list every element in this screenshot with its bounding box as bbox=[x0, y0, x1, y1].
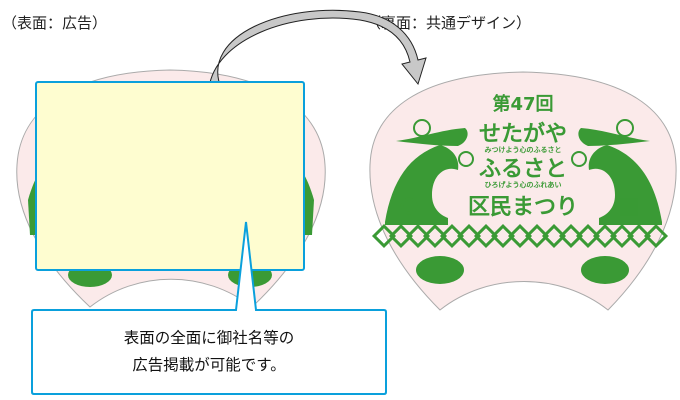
chain-link bbox=[490, 223, 516, 249]
chain-link bbox=[626, 223, 652, 249]
chain-link bbox=[558, 223, 584, 249]
back-side-label: （裏面：共通デザイン） bbox=[366, 14, 532, 32]
chain-link bbox=[473, 223, 499, 249]
title-line3: 区民まつり bbox=[468, 195, 578, 220]
chain-link bbox=[405, 223, 431, 249]
chain-link bbox=[507, 223, 533, 249]
qr-code-icon bbox=[620, 198, 638, 216]
back-fan: 第47回 せたがや みつけよう心のふるさと ふるさと ひろげよう心のふれあい 区… bbox=[369, 71, 677, 311]
chain-link bbox=[456, 223, 482, 249]
chain-link bbox=[592, 223, 618, 249]
chain-link bbox=[422, 223, 448, 249]
chain-link bbox=[388, 223, 414, 249]
emblem-icon bbox=[400, 197, 418, 215]
snowflake-icon bbox=[571, 151, 587, 167]
chain-link bbox=[643, 223, 669, 249]
chain-link bbox=[609, 223, 635, 249]
callout-bubble bbox=[31, 221, 387, 395]
leaves-left bbox=[416, 256, 464, 284]
chain-link bbox=[575, 223, 601, 249]
chain-link bbox=[524, 223, 550, 249]
chain-link bbox=[541, 223, 567, 249]
callout-text: 表面の全面に御社名等の 広告掲載が可能です。 bbox=[34, 312, 384, 392]
title-line1: せたがや bbox=[479, 121, 567, 147]
callout-line1: 表面の全面に御社名等の bbox=[123, 329, 295, 347]
bird-left bbox=[396, 128, 468, 146]
snowflake-icon bbox=[458, 151, 474, 167]
subtitle1: みつけよう心のふるさと bbox=[485, 145, 562, 154]
edition-text: 第47回 bbox=[492, 93, 553, 115]
chain-link bbox=[371, 223, 397, 249]
bird-right bbox=[578, 128, 650, 146]
chain-link bbox=[439, 223, 465, 249]
front-side-label: （表面：広告） bbox=[2, 14, 108, 32]
curved-arrow-icon bbox=[208, 9, 427, 89]
wave-right bbox=[588, 145, 662, 225]
title-line2: ふるさと bbox=[479, 157, 567, 182]
ad-area bbox=[35, 81, 305, 271]
leaves-right bbox=[581, 256, 629, 284]
snowflake-icon bbox=[616, 119, 634, 137]
snowflake-icon bbox=[413, 119, 431, 137]
subtitle2: ひろげよう心のふれあい bbox=[485, 180, 562, 189]
callout-line2: 広告掲載が可能です。 bbox=[132, 356, 286, 374]
